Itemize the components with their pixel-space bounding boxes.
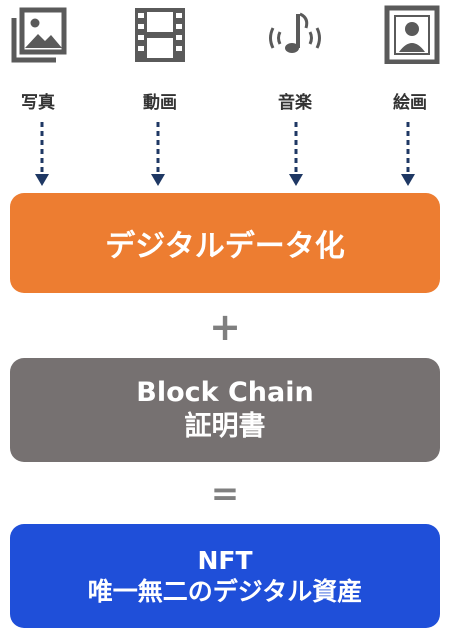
arrow-down-icon (289, 122, 303, 186)
nft-subtitle: 唯一無二のデジタル資産 (87, 577, 363, 606)
arrow-down-icon (401, 122, 415, 186)
music-icon (265, 0, 325, 68)
media-label-video: 動画 (143, 93, 177, 113)
photo-icon (8, 0, 68, 68)
equals-symbol: = (210, 474, 240, 514)
video-icon (130, 0, 190, 68)
media-label-photo: 写真 (21, 93, 55, 113)
plus-symbol: + (209, 305, 241, 349)
nft-title: NFT (197, 545, 253, 575)
painting-icon (382, 0, 442, 68)
media-label-painting: 絵画 (393, 93, 427, 113)
nft-box: NFT 唯一無二のデジタル資産 (10, 524, 440, 628)
digital-data-box: デジタルデータ化 (10, 193, 440, 293)
blockchain-certificate-box: Block Chain 証明書 (10, 358, 440, 462)
media-label-music: 音楽 (278, 93, 312, 113)
arrow-down-icon (151, 122, 165, 186)
digital-data-text: デジタルデータ化 (105, 229, 345, 264)
certificate-text: 証明書 (184, 411, 266, 442)
arrow-down-icon (35, 122, 49, 186)
blockchain-title: Block Chain (136, 377, 314, 409)
